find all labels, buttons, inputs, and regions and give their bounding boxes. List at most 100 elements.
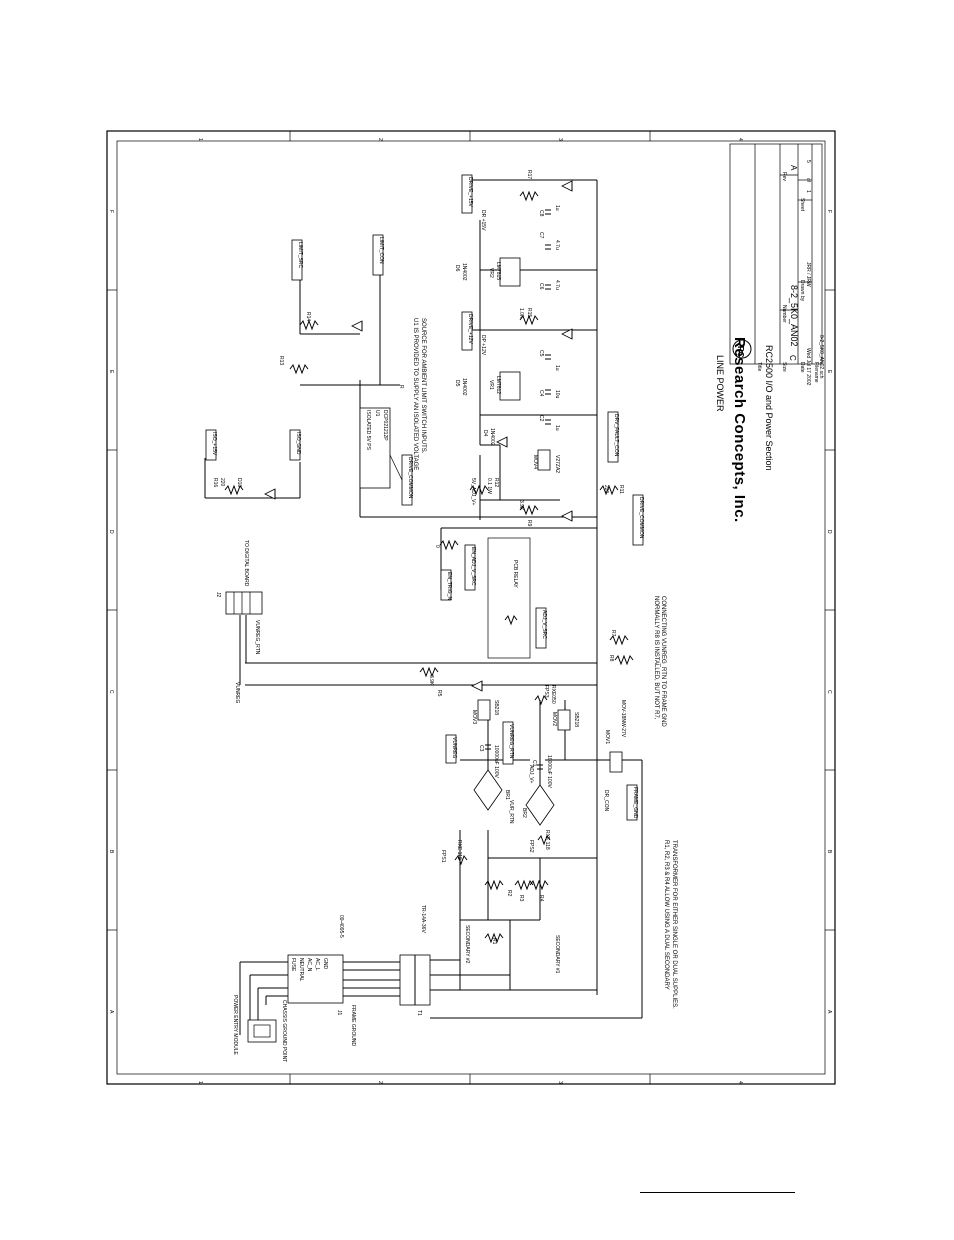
svg-text:SB218: SB218 — [493, 700, 499, 715]
svg-text:T1: T1 — [416, 1010, 422, 1016]
zone-right-f: F — [826, 210, 832, 213]
svg-text:FPS2: FPS2 — [528, 840, 534, 853]
svg-text:RXE050: RXE050 — [550, 685, 556, 704]
r7 — [609, 634, 629, 646]
svg-text:1u: 1u — [554, 425, 560, 431]
zone-top-1: 1 — [197, 138, 203, 141]
zone-top-4: 4 — [737, 138, 743, 141]
svg-text:PCB RELAY: PCB RELAY — [512, 560, 518, 588]
svg-text:RC: RC — [736, 346, 745, 358]
sheet-value: 1 — [805, 190, 811, 193]
number-label: Number — [781, 305, 787, 323]
mov2 — [557, 709, 571, 731]
svg-text:3.9K: 3.9K — [518, 500, 524, 511]
svg-text:4.7u: 4.7u — [554, 280, 560, 290]
svg-text:220: 220 — [603, 485, 609, 494]
note-3b: CONNECTING VUNREG_RTN TO FRAME GND — [660, 596, 666, 727]
net-iso-15v: ISO_+15V — [211, 432, 217, 456]
svg-text:R14: R14 — [305, 312, 311, 321]
svg-text:0: 0 — [434, 545, 440, 548]
net-en-adj-v-src: EN_ADJ_V_SRC — [470, 547, 476, 586]
vr1 — [499, 371, 521, 401]
sheet-of: of — [805, 178, 811, 183]
net-drive-common: DRIVE_COMMON — [638, 497, 644, 539]
svg-text:FPS3: FPS3 — [543, 685, 549, 698]
movs: MOV4 V27ZA2 MOV3 SB218 MOV2 SB218 MOV1 M… — [471, 449, 626, 773]
power-entry-module: POWER ENTRY MODULE CHASSIS GROUND POINT — [232, 995, 287, 1062]
note-1a: R1, R2, R3 & R4 ALLOW USING A DUAL SECON… — [663, 840, 669, 990]
zone-right-c: C — [826, 690, 832, 694]
svg-text:VR1: VR1 — [488, 380, 494, 390]
connector-j2: J2 TO DIGITAL BOARD VUNREG_RTN VUNREG — [215, 540, 263, 704]
title-block: RC Research Concepts, Inc. LINE POWER Ti… — [715, 143, 824, 523]
net-adj-v-plus: ADJ_V+ — [528, 765, 534, 784]
svg-text:C4: C4 — [538, 390, 544, 397]
svg-text:R8: R8 — [608, 655, 614, 662]
svg-text:U1: U1 — [374, 410, 380, 417]
drawing-number: 8-2_5K0_AN02 — [789, 285, 799, 347]
date-label: Date — [799, 362, 805, 373]
svg-text:1N4002: 1N4002 — [461, 378, 467, 396]
size-value: C — [788, 355, 797, 361]
svg-text:R9: R9 — [526, 520, 532, 527]
svg-text:10u: 10u — [554, 390, 560, 399]
svg-text:3.9K: 3.9K — [428, 675, 434, 686]
net-drive-15v: DRIVE_+15V — [467, 177, 473, 208]
svg-text:FPS1: FPS1 — [440, 850, 446, 863]
svg-text:220: 220 — [219, 478, 225, 487]
svg-text:VUNREG_RTN: VUNREG_RTN — [254, 620, 260, 655]
svg-text:C1: C1 — [531, 760, 537, 767]
svg-text:ISOLATED 5V PS: ISOLATED 5V PS — [365, 410, 371, 451]
svg-text:FRAME GROUND: FRAME GROUND — [350, 1005, 356, 1047]
svg-text:DCP021212P: DCP021212P — [382, 410, 388, 441]
svg-text:MOV4: MOV4 — [532, 455, 538, 469]
svg-text:10000uF 100V: 10000uF 100V — [493, 745, 499, 778]
svg-text:MOV3: MOV3 — [471, 710, 477, 724]
svg-text:GND: GND — [322, 958, 328, 970]
net-flags: LIMIT_SRC LIMIT_CON DRIVE_+15V DRIVE_+12… — [205, 174, 644, 824]
svg-text:SB218: SB218 — [573, 712, 579, 727]
svg-text:C6: C6 — [538, 283, 544, 290]
svg-text:J1: J1 — [336, 1010, 342, 1016]
svg-text:R12: R12 — [493, 478, 499, 487]
relay-box: PCB RELAY — [487, 537, 531, 659]
svg-text:POWER ENTRY MODULE: POWER ENTRY MODULE — [232, 995, 238, 1055]
sheet-label: Sheet — [799, 198, 805, 212]
section-title: LINE POWER — [715, 355, 725, 412]
svg-text:RXE 118: RXE 118 — [544, 830, 550, 850]
outer-border — [106, 130, 836, 1085]
svg-text:AC_N: AC_N — [306, 958, 312, 972]
net-adj-v-src: ADJ_V_SRC — [541, 610, 547, 639]
svg-text:4.7u: 4.7u — [554, 240, 560, 250]
svg-text:R13: R13 — [278, 356, 284, 365]
net-5v-adj: 5V_ADJ_V+ — [470, 478, 476, 505]
zone-top-2: 2 — [377, 138, 383, 141]
svg-text:D5: D5 — [454, 380, 460, 387]
r16 — [224, 484, 244, 496]
net-vunreg-rtn: VUNREG_RTN — [508, 724, 514, 759]
bridges: BR1 BR2 — [473, 769, 555, 826]
drawing-title: RC2500 I/O and Power Section — [764, 345, 774, 471]
fuses: FPS1 RXE 118 FPS2 RXE 118 FPS3 RXE050 — [440, 685, 556, 866]
to-digital-board: TO DIGITAL BOARD — [243, 540, 249, 587]
zone-labels: 1 2 3 4 1 2 3 4 F E D C B A F E D C B A — [108, 138, 832, 1084]
svg-text:R15: R15 — [526, 308, 532, 317]
zone-bottom-3: 3 — [557, 1081, 563, 1084]
svg-text:D4: D4 — [482, 430, 488, 437]
svg-text:C7: C7 — [538, 232, 544, 239]
capacitors: C8 1u C7 4.7u C6 4.7u C5 1u C4 10u C2 1u… — [478, 205, 560, 788]
bridge-br1 — [473, 769, 503, 811]
r14 — [299, 319, 319, 331]
svg-text:J2: J2 — [215, 592, 221, 598]
mov4 — [537, 449, 551, 471]
net-drv-fault-con: DRV_FAULT_CON — [613, 414, 619, 457]
date-value: Wed Jul 17 2002 — [805, 348, 811, 386]
note-2a: U1 IS PROVIDED TO SUPPLY AN ISOLATED VOL… — [412, 318, 418, 470]
net-dr-con: DR_CON — [603, 790, 609, 812]
wiring — [204, 179, 643, 1035]
net-limit-src: LIMIT_SRC — [297, 242, 303, 269]
net-iso-gnd: ISO_GND — [295, 432, 301, 455]
svg-text:C8: C8 — [538, 210, 544, 217]
zone-left-c: C — [108, 690, 114, 694]
